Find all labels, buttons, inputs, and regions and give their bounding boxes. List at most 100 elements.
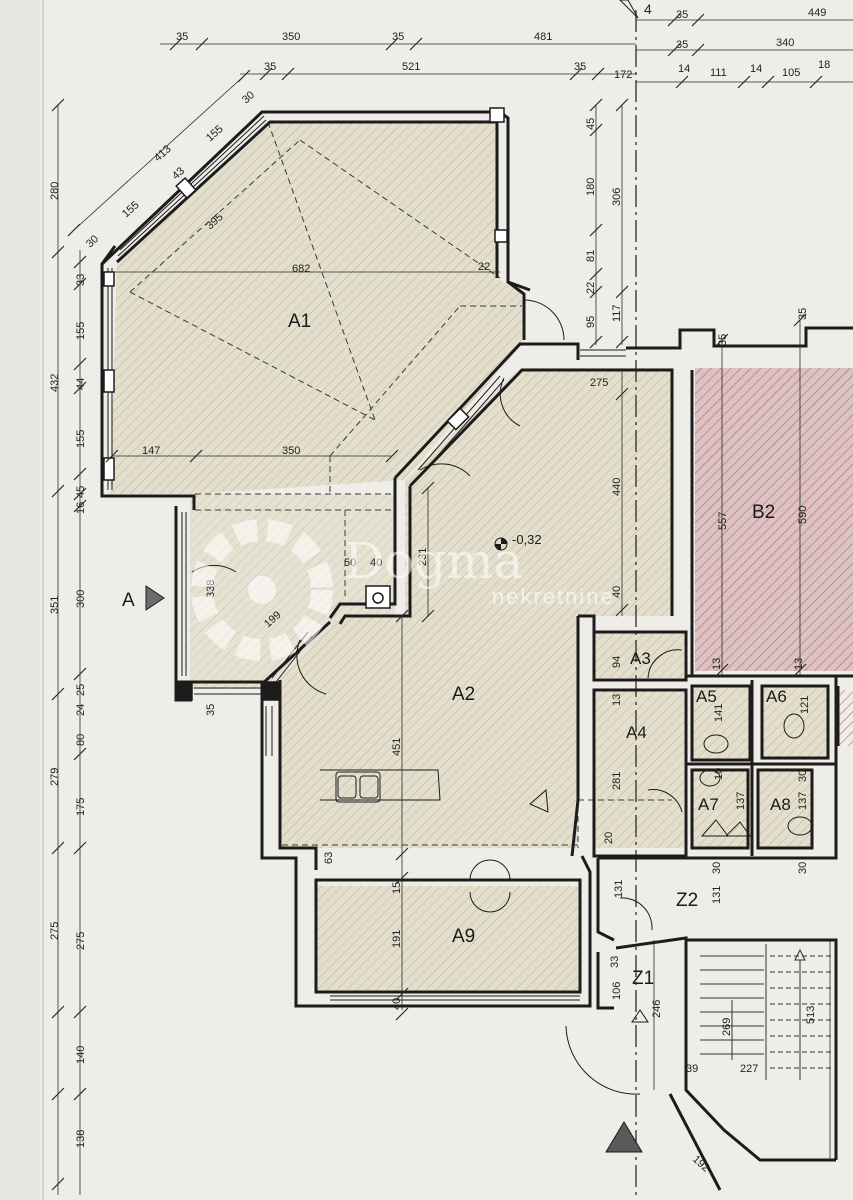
section-marker-label: A	[122, 590, 135, 611]
dim-tr3: 35	[676, 39, 688, 51]
dim-tr5: 14	[678, 63, 690, 75]
stairs	[700, 944, 832, 1080]
dim-c45: 45	[585, 118, 597, 130]
dim-l155a: 155	[75, 322, 87, 340]
dim-c95: 95	[585, 316, 597, 328]
dim-top5: 35	[264, 61, 276, 73]
dim-c20: 20	[603, 832, 615, 844]
dim-c40: 40	[611, 586, 623, 598]
section-arrow-icon	[145, 585, 165, 611]
dim-l275: 275	[49, 922, 61, 940]
dim-l432: 432	[49, 374, 61, 392]
room-label-z2: Z2	[676, 890, 698, 911]
watermark-logo-icon	[191, 519, 333, 661]
dim-c13c: 13	[793, 658, 805, 670]
dim-l80: 80	[75, 734, 87, 746]
dim-b35b: 35	[797, 308, 809, 320]
dim-c281: 281	[611, 772, 623, 790]
dim-c30a: 30	[797, 770, 809, 782]
level-marker: -0,32	[494, 532, 542, 551]
dim-top1: 35	[176, 31, 188, 43]
watermark-brand: Dogma	[344, 532, 523, 590]
binder-margin	[0, 0, 40, 1200]
room-labels: A1 A2 A3 A4 A5 A6 A7 A8 A9 B2 Z1 Z2	[288, 311, 791, 989]
dim-c275: 275	[590, 377, 608, 389]
dim-c30c: 30	[797, 862, 809, 874]
dim-tr7: 14	[750, 63, 762, 75]
room-label-a7: A7	[698, 795, 719, 814]
dim-c81: 81	[585, 250, 597, 262]
dimension-ticks	[51, 13, 823, 1191]
dim-top7: 35	[574, 61, 586, 73]
dim-c121: 121	[799, 696, 811, 714]
dim-l33: 33	[75, 274, 87, 286]
windows	[107, 115, 626, 1001]
wall-posts	[103, 107, 508, 701]
dim-c131b: 131	[711, 886, 723, 904]
dim-c22: 22	[585, 282, 597, 294]
room-fills	[110, 122, 853, 992]
dimension-lines	[57, 19, 853, 1195]
dim-c40b: 40	[370, 557, 382, 569]
door-swings	[191, 299, 683, 1095]
dim-c30b: 30	[711, 862, 723, 874]
dim-c191: 191	[391, 930, 403, 948]
dim-c15: 15	[391, 882, 403, 894]
dim-l44: 44	[75, 378, 87, 390]
dim-c227: 227	[740, 1063, 758, 1075]
dim-c40c: 40	[391, 998, 403, 1010]
dim-l275b: 275	[75, 932, 87, 950]
room-label-a6: A6	[766, 687, 787, 706]
dim-tr6: 111	[710, 67, 727, 79]
room-label-b2: B2	[752, 502, 775, 523]
dim-c131a: 131	[613, 880, 625, 898]
dim-c141: 141	[713, 704, 725, 722]
dim-c180: 180	[585, 178, 597, 196]
dim-c306: 306	[611, 188, 623, 206]
dim-c33: 33	[609, 956, 621, 968]
dim-l45: 45	[75, 486, 87, 498]
dim-c231: 231	[417, 548, 429, 566]
dim-top3: 35	[392, 31, 404, 43]
dim-c63: 63	[323, 852, 335, 864]
dim-c94: 94	[611, 656, 623, 668]
section-marker: A	[122, 585, 165, 611]
dim-l155b: 155	[75, 430, 87, 448]
watermark-tagline: nekretnine	[492, 584, 615, 609]
dim-top2: 350	[282, 31, 300, 43]
dim-l138: 138	[75, 1130, 87, 1148]
dimension-texts: 35 350 35 481 35 521 35 172 35 449 35 34…	[49, 7, 830, 1175]
dim-c13b: 13	[711, 658, 723, 670]
dim-c137a: 137	[735, 792, 747, 810]
room-label-z1: Z1	[632, 968, 654, 989]
dim-top8: 172	[614, 69, 632, 81]
dim-tr1: 35	[676, 9, 688, 21]
dim-b557: 557	[717, 512, 729, 530]
dim-l35: 35	[205, 704, 217, 716]
dim-top6: 521	[402, 61, 420, 73]
dim-c269: 269	[721, 1018, 733, 1036]
dim-c10: 10	[713, 768, 725, 780]
dim-l175: 175	[75, 798, 87, 816]
room-label-a8: A8	[770, 795, 791, 814]
entry-arrow-icon	[605, 1121, 643, 1153]
dim-b590: 590	[797, 506, 809, 524]
dim-c39: 39	[686, 1063, 698, 1075]
dim-22a: 22	[478, 261, 490, 273]
dim-tr8: 105	[782, 67, 800, 79]
dim-b35a: 35	[717, 334, 729, 346]
dim-c513: 513	[805, 1006, 817, 1024]
room-label-a1: A1	[288, 311, 311, 332]
dim-682: 682	[292, 263, 310, 275]
dim-c246: 246	[651, 1000, 663, 1018]
dim-c13a: 13	[611, 694, 623, 706]
level-text: -0,32	[512, 532, 542, 547]
dim-c106: 106	[611, 982, 623, 1000]
room-label-a2: A2	[452, 684, 475, 705]
room-label-a3: A3	[630, 649, 651, 668]
dim-l25: 25	[75, 684, 87, 696]
dim-l24: 24	[75, 704, 87, 716]
dim-top4: 481	[534, 31, 552, 43]
watermark: Dogma nekretnine	[191, 519, 615, 661]
